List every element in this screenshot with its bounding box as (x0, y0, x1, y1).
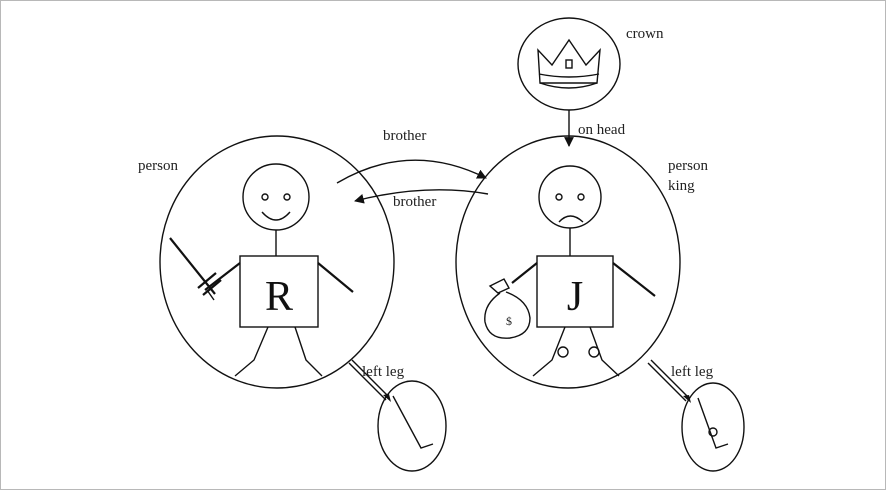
right-person-head (539, 166, 601, 228)
money-symbol: $ (506, 314, 512, 328)
crown-label: crown (626, 26, 664, 42)
right-person-node: person king J $ (456, 136, 708, 388)
right-person-role-label: king (668, 178, 695, 194)
right-person-type-label: person (668, 158, 708, 174)
crown-node: crown (518, 18, 664, 110)
brother-label-top: brother (383, 128, 426, 144)
left-leg-node-2 (682, 383, 744, 471)
left-person-type-label: person (138, 158, 178, 174)
left-leg-node-1 (378, 381, 446, 471)
money-bag-icon: $ (485, 279, 530, 338)
left-person-ellipse (160, 136, 394, 388)
smile-icon (262, 212, 290, 220)
sword-icon (170, 238, 221, 300)
right-person-letter: J (567, 274, 583, 320)
on-head-label: on head (578, 122, 626, 138)
crown-ellipse (518, 18, 620, 110)
brother-label-bottom: brother (393, 194, 436, 210)
frown-icon (559, 216, 583, 222)
left-leg-label-1: left leg (362, 364, 405, 380)
crown-icon (538, 40, 600, 88)
left-person-letter: R (265, 274, 293, 320)
left-leg-label-2: left leg (671, 364, 714, 380)
